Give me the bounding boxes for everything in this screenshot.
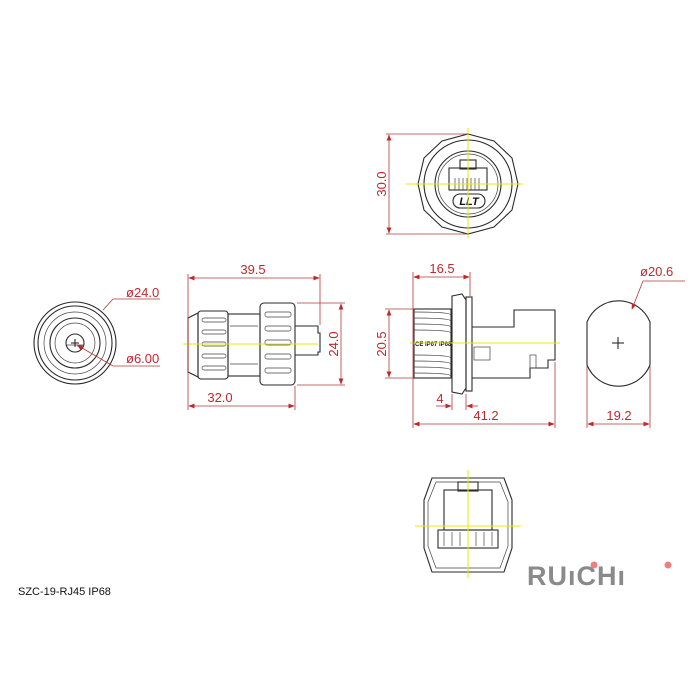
dim-plug-height: 24.0 bbox=[326, 331, 341, 356]
dim-plug-body-length: 32.0 bbox=[207, 390, 232, 405]
plug-end-view: ø24.0 ø6.00 bbox=[33, 285, 160, 385]
rear-view bbox=[415, 470, 521, 578]
dim-front-height: 30.0 bbox=[374, 171, 389, 196]
ruichi-logo: RUıCHı bbox=[527, 561, 672, 591]
dim-flange-thickness: 4 bbox=[436, 391, 443, 406]
plug-side-view: 39.5 32.0 24.0 bbox=[183, 262, 345, 410]
dim-flange-length: 16.5 bbox=[429, 261, 454, 276]
dim-plug-length: 39.5 bbox=[240, 262, 265, 277]
body-marking: CE IP67 IP68 bbox=[415, 342, 452, 348]
receptacle-side-view: CE IP67 IP68 16.5 20.5 4 41.2 bbox=[374, 261, 560, 428]
front-panel-view: LLT 30.0 bbox=[374, 128, 523, 238]
dim-total-length: 41.2 bbox=[473, 408, 498, 423]
dim-receptacle-width: 19.2 bbox=[606, 408, 631, 423]
model-caption: SZC-19-RJ45 IP68 bbox=[18, 586, 111, 598]
receptacle-end-view: ø20.6 19.2 bbox=[586, 264, 685, 428]
dim-thread-height: 20.5 bbox=[374, 331, 389, 356]
dim-inner-dia: ø6.00 bbox=[126, 351, 159, 366]
dim-outer-dia: ø24.0 bbox=[126, 285, 159, 300]
llt-brand-mark: LLT bbox=[459, 196, 480, 208]
logo-text: RUıCHı bbox=[527, 561, 626, 591]
dim-receptacle-dia: ø20.6 bbox=[640, 264, 673, 279]
